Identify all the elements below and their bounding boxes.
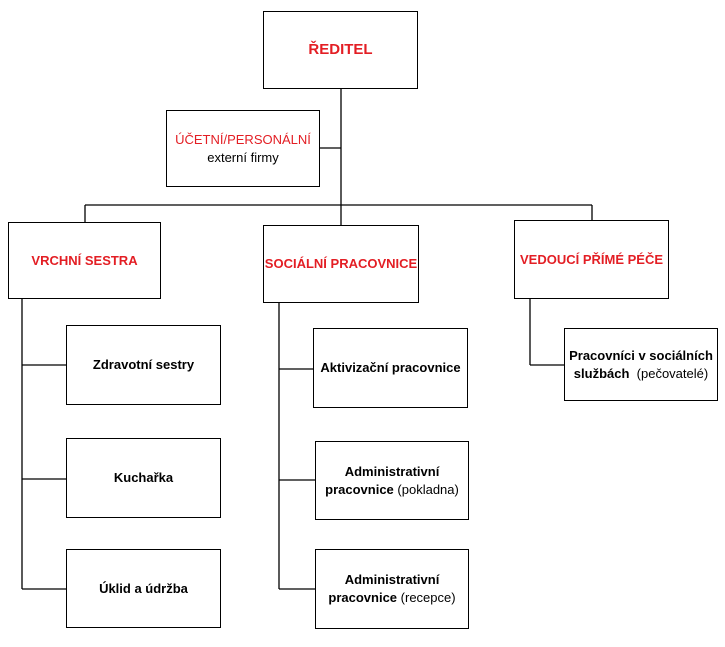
social-services-line1: Pracovníci v sociálních xyxy=(569,347,713,363)
head-nurse-box: VRCHNÍ SESTRA xyxy=(8,222,161,299)
admin-cash-note: (pokladna) xyxy=(397,481,459,497)
social-services-note: (pečovatelé) xyxy=(636,365,709,381)
admin-cash-box: Administrativní pracovnice (pokladna) xyxy=(315,441,469,520)
head-nurse-title: VRCHNÍ SESTRA xyxy=(31,252,138,268)
cook-title: Kuchařka xyxy=(113,470,174,486)
care-manager-box: VEDOUCÍ PŘÍMÉ PÉČE xyxy=(514,220,669,299)
admin-cash-line2: pracovnice xyxy=(325,481,394,497)
activation-title: Aktivizační pracovnice xyxy=(320,360,461,376)
admin-reception-line2: pracovnice xyxy=(328,590,398,605)
social-worker-title: SOCIÁLNÍ PRACOVNICE xyxy=(264,256,418,272)
accounting-title: ÚČETNÍ/PERSONÁLNÍ xyxy=(175,131,311,147)
social-services-line2: službách xyxy=(573,365,630,381)
social-worker-box: SOCIÁLNÍ PRACOVNICE xyxy=(263,225,419,303)
cook-box: Kuchařka xyxy=(66,438,221,518)
care-manager-title: VEDOUCÍ PŘÍMÉ PÉČE xyxy=(519,251,664,267)
cleaning-box: Úklid a údržba xyxy=(66,549,221,628)
director-box: ŘEDITEL xyxy=(263,11,418,89)
admin-reception-box: Administrativní pracovnice (recepce) xyxy=(315,549,469,629)
activation-box: Aktivizační pracovnice xyxy=(313,328,468,408)
admin-reception-line1: Administrativní xyxy=(344,572,440,588)
admin-cash-line1: Administrativní xyxy=(344,463,440,479)
social-services-box: Pracovníci v sociálních službách (pečova… xyxy=(564,328,718,401)
accounting-subtitle: externí firmy xyxy=(207,149,279,165)
admin-reception-note: (recepce) xyxy=(400,590,456,605)
director-title: ŘEDITEL xyxy=(308,40,373,58)
cleaning-title: Úklid a údržba xyxy=(99,580,188,596)
nurses-box: Zdravotní sestry xyxy=(66,325,221,405)
nurses-title: Zdravotní sestry xyxy=(92,357,195,373)
accounting-box: ÚČETNÍ/PERSONÁLNÍ externí firmy xyxy=(166,110,320,187)
